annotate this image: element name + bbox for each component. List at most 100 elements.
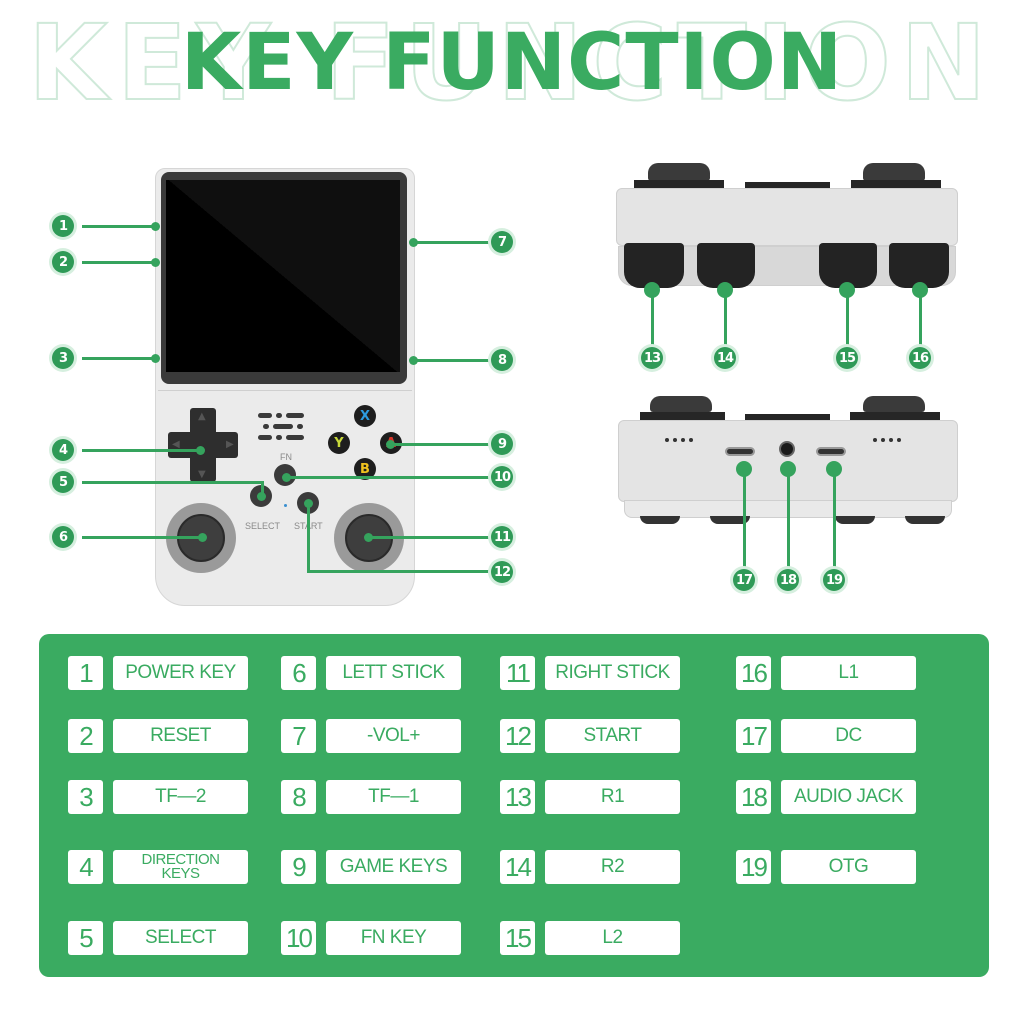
- speaker-grille-slot: [276, 413, 282, 418]
- dc-port: [725, 447, 755, 456]
- callout-dot-6: [198, 533, 207, 542]
- callout-line-16: [919, 290, 922, 345]
- callout-line-1: [82, 225, 155, 228]
- callout-badge-16: 16: [909, 347, 931, 369]
- fn-label: FN: [280, 452, 292, 462]
- r1-bumper: [624, 243, 684, 288]
- callout-line-3: [82, 357, 155, 360]
- title-outline-background: KEY FUNCTION: [27, 2, 996, 124]
- callout-badge-5: 5: [52, 471, 74, 493]
- legend-label: RIGHT STICK: [545, 656, 680, 690]
- callout-line-9: [392, 443, 490, 446]
- callout-dot-12: [304, 499, 313, 508]
- callout-line-8: [413, 359, 490, 362]
- foot: [640, 516, 680, 524]
- legend-label: -VOL+: [326, 719, 461, 753]
- legend-label: FN KEY: [326, 921, 461, 955]
- speaker-grille-slot: [286, 413, 304, 418]
- legend-number: 19: [736, 850, 771, 884]
- legend-label: LETT STICK: [326, 656, 461, 690]
- callout-dot-11: [364, 533, 373, 542]
- led-indicator: [284, 504, 287, 507]
- callout-line-4: [82, 449, 200, 452]
- page-title: KEY FUNCTION: [180, 18, 844, 108]
- legend-number: 1: [68, 656, 103, 690]
- callout-badge-1: 1: [52, 215, 74, 237]
- callout-dot-8: [409, 356, 418, 365]
- legend-number: 7: [281, 719, 316, 753]
- center-buttons-edge: [745, 414, 830, 420]
- legend-label: POWER KEY: [113, 656, 248, 690]
- callout-line-17: [743, 469, 746, 569]
- legend-number: 3: [68, 780, 103, 814]
- legend-label: DC: [781, 719, 916, 753]
- callout-dot-5: [257, 492, 266, 501]
- callout-badge-6: 6: [52, 526, 74, 548]
- dpad-edge: [634, 180, 724, 188]
- left-thumbstick-top: [648, 163, 710, 181]
- callout-line-7: [413, 241, 490, 244]
- callout-line-13: [651, 290, 654, 345]
- legend-number: 10: [281, 921, 316, 955]
- speaker-hole: [673, 438, 677, 442]
- legend-number: 11: [500, 656, 535, 690]
- body-divider: [158, 390, 412, 391]
- speaker-grille-slot: [263, 424, 269, 429]
- buttons-edge: [850, 412, 940, 420]
- legend-number: 5: [68, 921, 103, 955]
- dpad-down-arrow-icon: ▼: [198, 469, 206, 480]
- callout-dot-10: [282, 473, 291, 482]
- otg-port: [816, 447, 846, 456]
- callout-line-11: [368, 536, 490, 539]
- callout-badge-12: 12: [491, 561, 513, 583]
- callout-line-15: [846, 290, 849, 345]
- dpad-up-arrow-icon: ▲: [198, 411, 206, 422]
- legend-label: R2: [545, 850, 680, 884]
- callout-badge-7: 7: [491, 231, 513, 253]
- speaker-hole: [689, 438, 693, 442]
- speaker-grille-slot: [273, 424, 293, 429]
- callout-badge-3: 3: [52, 347, 74, 369]
- legend-label: GAME KEYS: [326, 850, 461, 884]
- callout-line-2: [82, 261, 155, 264]
- legend-number: 2: [68, 719, 103, 753]
- legend-label: L2: [545, 921, 680, 955]
- speaker-grille-slot: [276, 435, 282, 440]
- b-button: B: [354, 458, 376, 480]
- callout-line-12-vertical: [307, 502, 310, 572]
- callout-line-12: [307, 570, 490, 573]
- speaker-hole: [665, 438, 669, 442]
- callout-badge-11: 11: [491, 526, 513, 548]
- legend-number: 15: [500, 921, 535, 955]
- callout-line-5: [82, 481, 264, 484]
- dpad-edge: [640, 412, 725, 420]
- legend-number: 4: [68, 850, 103, 884]
- callout-badge-18: 18: [777, 569, 799, 591]
- legend-label-line: DIRECTION: [141, 851, 221, 868]
- legend-label: START: [545, 719, 680, 753]
- legend-number: 18: [736, 780, 771, 814]
- dpad-vertical: [190, 408, 216, 482]
- legend-number: 14: [500, 850, 535, 884]
- speaker-grille-slot: [286, 435, 304, 440]
- callout-badge-17: 17: [733, 569, 755, 591]
- legend-label: R1: [545, 780, 680, 814]
- dpad-right-arrow-icon: ▶: [226, 439, 234, 450]
- foot: [835, 516, 875, 524]
- legend-label: RESET: [113, 719, 248, 753]
- speaker-hole: [681, 438, 685, 442]
- legend-number: 9: [281, 850, 316, 884]
- legend-number: 17: [736, 719, 771, 753]
- dpad-left-arrow-icon: ◀: [172, 439, 180, 450]
- callout-badge-4: 4: [52, 439, 74, 461]
- speaker-hole: [873, 438, 877, 442]
- speaker-grille-slot: [258, 435, 272, 440]
- x-button: X: [354, 405, 376, 427]
- callout-dot-4: [196, 446, 205, 455]
- screen: [166, 180, 400, 372]
- legend-label: TF—1: [326, 780, 461, 814]
- legend-label-line: KEYS: [161, 865, 200, 882]
- l1-bumper: [889, 243, 949, 288]
- callout-badge-10: 10: [491, 466, 513, 488]
- legend-label: L1: [781, 656, 916, 690]
